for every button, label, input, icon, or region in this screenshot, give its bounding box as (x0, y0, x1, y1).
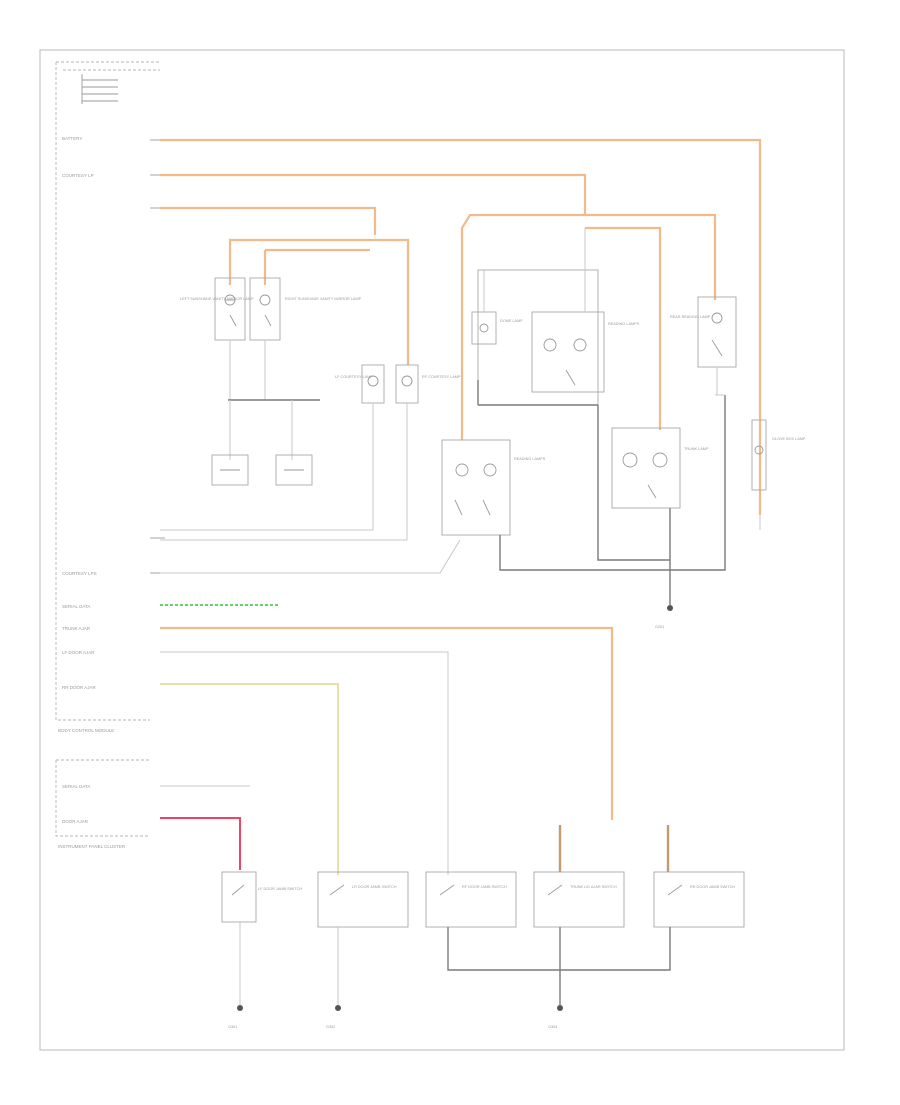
trunk-lamp-label: TRUNK LAMP (684, 447, 709, 451)
rear-reading-lamp: REAR READING LAMP (670, 296, 737, 395)
ipc-row-serial: SERIAL DATA (62, 784, 90, 789)
glove-box-label: GLOVE BOX LAMP (772, 437, 806, 441)
bcm-row-trunk-ajar: TRUNK AJAR (62, 626, 91, 631)
rh-visor-label: RIGHT SUNSHADE VANITY MIRROR LAMP (285, 297, 362, 301)
lr-door-switch-label: LR DOOR JAMB SWITCH (352, 885, 397, 889)
visor-lamps: LEFT SUNSHADE VANITY MIRROR LAMP RIGHT S… (180, 277, 362, 460)
bcm-row-courtesy-lps: COURTESY LPS (62, 571, 97, 576)
bcm-row-courtesy: COURTESY LP (62, 173, 94, 178)
door-module: READING LAMPS (441, 439, 546, 536)
lf-courtesy-label: LF COURTESY LAMP (335, 375, 373, 379)
lf-courtesy-lamp: LF COURTESY LAMP (335, 364, 385, 404)
bcm-pin-stubs (150, 139, 165, 574)
bcm-module-label: BODY CONTROL MODULE (58, 728, 114, 733)
courtesy-lamps: LF COURTESY LAMP RF COURTESY LAMP (160, 364, 461, 541)
signal-wires (160, 604, 614, 875)
door-switch-row: LF DOOR JAMB SWITCH LR DOOR JAMB SWITCH … (221, 825, 745, 1011)
rr-door-switch: RR DOOR JAMB SWITCH (653, 871, 745, 928)
ground-g303-label: G303 (548, 1025, 557, 1029)
ipc-row-labels: SERIAL DATA DOOR AJAR (62, 784, 90, 824)
bcm-row-serial-data: SERIAL DATA (62, 604, 90, 609)
ground-g301-label: G301 (228, 1025, 237, 1029)
rf-door-switch-label: RF DOOR JAMB SWITCH (462, 885, 507, 889)
ground-returns (160, 380, 761, 605)
supply-wires (160, 138, 762, 515)
reading-lamps: READING LAMPS (531, 311, 640, 393)
ground-g201-label: G201 (655, 625, 664, 629)
rf-courtesy-lamp: RF COURTESY LAMP (395, 364, 461, 404)
lh-visor-label: LEFT SUNSHADE VANITY MIRROR LAMP (180, 297, 254, 301)
trunk-lamp: TRUNK LAMP (611, 427, 709, 509)
trunk-lid-switch: TRUNK LID AJAR SWITCH (533, 871, 625, 928)
rr-door-switch-label: RR DOOR JAMB SWITCH (690, 885, 735, 889)
rf-door-switch: RF DOOR JAMB SWITCH (425, 871, 517, 928)
lf-door-switch-label: LF DOOR JAMB SWITCH (258, 887, 302, 891)
rear-reading-label: REAR READING LAMP (670, 315, 711, 319)
ipc-module-label: INSTRUMENT PANEL CLUSTER (58, 844, 126, 849)
dome-lamp-label: DOME LAMP (500, 319, 523, 323)
ground-g302-label: G302 (326, 1025, 335, 1029)
bcm-row-battery: BATTERY (62, 136, 82, 141)
bcm-power-pins (81, 74, 118, 104)
glove-box-lamp: GLOVE BOX LAMP (751, 419, 806, 491)
lf-door-switch: LF DOOR JAMB SWITCH (221, 871, 302, 1011)
diagram-border (39, 49, 845, 1051)
bcm-row-lf-door: LF DOOR AJAR (62, 650, 95, 655)
lh-visor-lamp: LEFT SUNSHADE VANITY MIRROR LAMP (180, 277, 254, 341)
door-module-label: READING LAMPS (514, 457, 546, 461)
ipc-row-door-ajar: DOOR AJAR (62, 819, 89, 824)
visor-switch-boxes (211, 454, 313, 486)
dome-reading-assembly: DOME LAMP READING LAMPS (471, 228, 640, 406)
lr-door-switch: LR DOOR JAMB SWITCH (317, 871, 409, 1011)
trunk-lid-switch-label: TRUNK LID AJAR SWITCH (570, 885, 617, 889)
rh-visor-lamp: RIGHT SUNSHADE VANITY MIRROR LAMP (249, 277, 362, 341)
rf-courtesy-label: RF COURTESY LAMP (422, 375, 461, 379)
dome-lamp: DOME LAMP (471, 311, 523, 345)
bcm-row-rr-door: RR DOOR AJAR (62, 685, 97, 690)
bcm-row-labels: BATTERY COURTESY LP COURTESY LPS SERIAL … (62, 136, 97, 690)
ground-g201 (667, 605, 673, 611)
ipc-module: INSTRUMENT PANEL CLUSTER (55, 759, 150, 849)
reading-lamps-label: READING LAMPS (608, 322, 640, 326)
bcm-module: BODY CONTROL MODULE (55, 61, 160, 733)
